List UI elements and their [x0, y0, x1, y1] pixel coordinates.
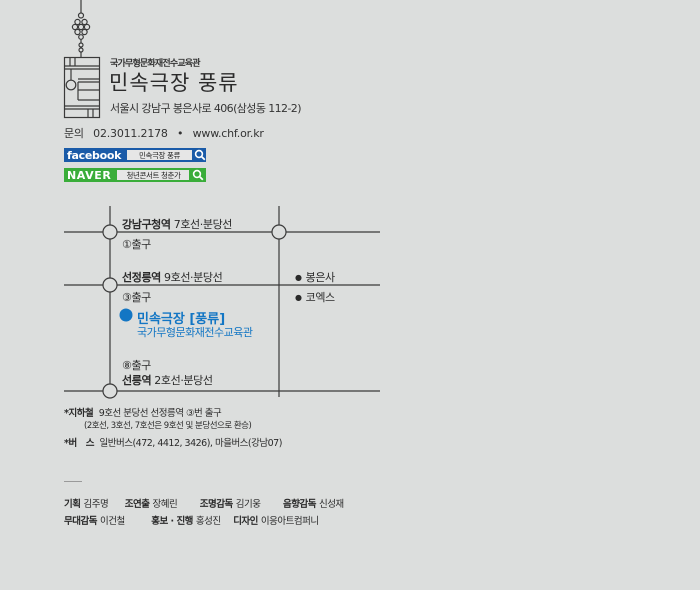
station-name: 강남구청역 [122, 218, 171, 231]
organization-name: 국가무형문화재전수교육관 [110, 59, 201, 69]
bus-directions: *버 스 일반버스(472, 4412, 3426), 마을버스(강남07) [64, 435, 282, 449]
station-marker-icon [102, 224, 118, 240]
station-marker-icon [271, 224, 287, 240]
venue-title: 민속극장 풍류 [109, 71, 239, 95]
station-name: 선릉역 [122, 374, 152, 387]
facebook-search-badge[interactable]: facebook 민속극장 풍류 [64, 148, 206, 162]
subway-text: 9호선 분당선 선정릉역 ③번 출구 [98, 408, 222, 419]
station-lines: 7호선·분당선 [173, 218, 233, 231]
bus-label: *버 스 [64, 438, 94, 449]
subway-transfer-note: (2호선, 3호선, 7호선은 9호선 및 분당선으로 환승) [84, 421, 252, 431]
naver-logo: NAVER [67, 168, 112, 182]
contact-line: 문의 02.3011.2178 • www.chf.or.kr [64, 125, 270, 141]
map-venue-name: 민속극장 [풍류] [137, 312, 226, 327]
search-icon[interactable] [191, 168, 205, 182]
station-lines: 9호선·분당선 [164, 271, 223, 284]
station-exit: ①출구 [122, 238, 151, 251]
contact-label: 문의 [64, 127, 84, 140]
venue-address: 서울시 강남구 봉은사로 406(삼성동 112-2) [110, 102, 301, 115]
bullet-icon: ● [295, 273, 302, 282]
bullet-icon: ● [295, 293, 302, 302]
divider [64, 481, 82, 482]
landmark-bongeunsa: ●봉은사 [295, 271, 335, 284]
facebook-logo: facebook [67, 148, 122, 162]
contact-phone[interactable]: 02.3011.2178 [93, 127, 168, 140]
station-lines: 2호선·분당선 [154, 374, 213, 387]
map-venue-subtitle: 국가무형문화재전수교육관 [137, 326, 253, 339]
station-seolleung: 선릉역 2호선·분당선 [122, 372, 213, 388]
contact-separator: • [177, 127, 184, 140]
logo-emblem-icon [63, 0, 101, 119]
bus-text: 일반버스(472, 4412, 3426), 마을버스(강남07) [99, 438, 282, 449]
station-name: 선정릉역 [122, 271, 161, 284]
venue-marker-icon [119, 308, 133, 322]
station-exit: ⑧출구 [122, 359, 151, 372]
landmark-coex: ●코엑스 [295, 291, 335, 304]
station-marker-icon [102, 277, 118, 293]
station-marker-icon [102, 383, 118, 399]
naver-search-query[interactable]: 청년콘서트 청춘가 [117, 170, 190, 180]
subway-directions: *지하철 9호선 분당선 선정릉역 ③번 출구 [64, 405, 222, 419]
facebook-search-query[interactable]: 민속극장 풍류 [127, 150, 192, 160]
station-seonjeongneung: 선정릉역 9호선·분당선 [122, 269, 223, 285]
contact-website[interactable]: www.chf.or.kr [192, 127, 264, 140]
search-icon[interactable] [194, 148, 206, 162]
station-exit: ③출구 [122, 291, 151, 304]
station-gangnam-gu-office: 강남구청역 7호선·분당선 [122, 216, 232, 232]
naver-search-badge[interactable]: NAVER 청년콘서트 청춘가 [64, 168, 206, 182]
subway-label: *지하철 [64, 408, 94, 419]
